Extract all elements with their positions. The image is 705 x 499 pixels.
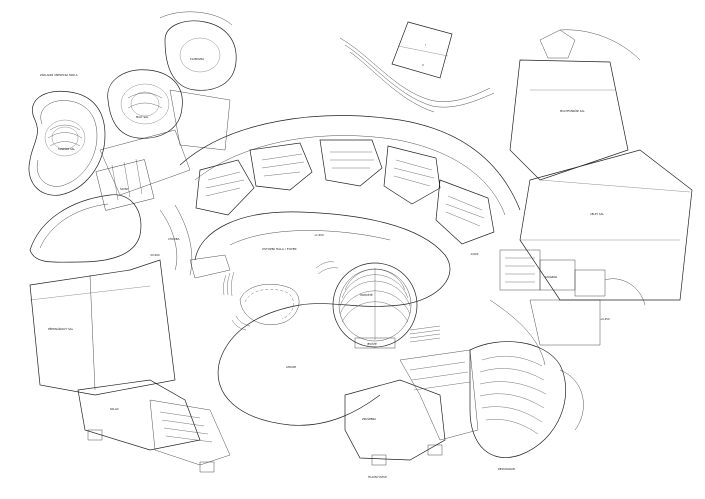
foyer-outline (194, 211, 451, 426)
bottom-right-hall (469, 341, 567, 458)
bottom-right-room-label: RESTAURACE (498, 467, 515, 471)
level-marker: ±0,000 (150, 253, 160, 257)
corridor-label: CHODBA (168, 237, 180, 241)
room-top-mid-label: MALÝ SÁL (136, 114, 149, 119)
stage-outline (354, 337, 396, 349)
auditorium: JEVIŠTĚ HLEDIŠTĚ (332, 262, 441, 349)
round-room-upper (164, 20, 237, 91)
foyer: VSTUPNÍ HALA / FOYER ATRIUM (194, 211, 451, 426)
bottom-left: PŘEDNÁŠKOVÝ SÁL SKLAD (29, 259, 231, 473)
right-upper-hall-label: MULTIFUNKČNÍ SÁL (560, 108, 585, 113)
left-cluster: ZÁKLADNÍ UMĚLECKÁ ŠKOLA TANEČNÍ SÁL ŠATN… (28, 11, 237, 263)
pond (239, 284, 300, 325)
module-4 (383, 145, 441, 205)
room-left-mid-label: TANEČNÍ SÁL (58, 146, 76, 151)
stage-label: JEVIŠTĚ (366, 341, 377, 346)
level-markers: ±0,000 +1,200 -0,600 +0,450 (150, 233, 610, 321)
auditorium-outline (332, 262, 418, 348)
north-block (391, 21, 453, 79)
right-cafe-label: KAVÁRNA (545, 274, 557, 279)
room-top-round-label: KLUBOVNA (190, 57, 204, 61)
round-room-top (107, 69, 183, 139)
bottom-left-small-label: SKLAD (110, 407, 119, 411)
level-marker: +0,450 (600, 317, 610, 321)
right-wing: MULTIFUNKČNÍ SÁL VELKÝ SÁL KAVÁRNA (499, 29, 693, 306)
level-marker: +1,200 (314, 233, 324, 237)
bottom-mid-room-label: ZKUŠEBNA (362, 416, 376, 421)
module-1 (195, 159, 255, 216)
north-block-a-label: I (425, 43, 426, 47)
module-2 (249, 142, 313, 191)
auditorium-label: HLEDIŠTĚ (360, 292, 373, 297)
central-arc (179, 115, 521, 245)
bottom-left-room (29, 259, 176, 396)
entrance-label: HLAVNÍ VSTUP (368, 474, 387, 479)
bottom-center: ZKUŠEBNA HLAVNÍ VSTUP (344, 349, 479, 479)
atrium-label: ATRIUM (286, 365, 296, 369)
bottom-right: RESTAURACE (469, 299, 601, 471)
module-3 (319, 139, 383, 187)
bottom-left-lower (77, 379, 201, 451)
bottom-left-room-label: PŘEDNÁŠKOVÝ SÁL (48, 326, 74, 331)
level-marker: -0,600 (470, 252, 479, 256)
room-left-upper-label: ZÁKLADNÍ UMĚLECKÁ ŠKOLA (40, 72, 78, 77)
room-left-small-label: ŠATNY (120, 186, 129, 191)
module-5 (435, 179, 495, 245)
right-big-hall-label: VELKÝ SÁL (590, 211, 604, 216)
round-room-left (28, 90, 106, 196)
foyer-label: VSTUPNÍ HALA / FOYER (262, 246, 297, 251)
north-terrain: I II (339, 21, 495, 113)
north-block-b-label: II (422, 63, 424, 67)
west-wing (29, 194, 142, 263)
corridor: CHODBA (159, 204, 231, 279)
bottom-mid-room (344, 379, 446, 461)
right-upper-hall (509, 59, 629, 181)
